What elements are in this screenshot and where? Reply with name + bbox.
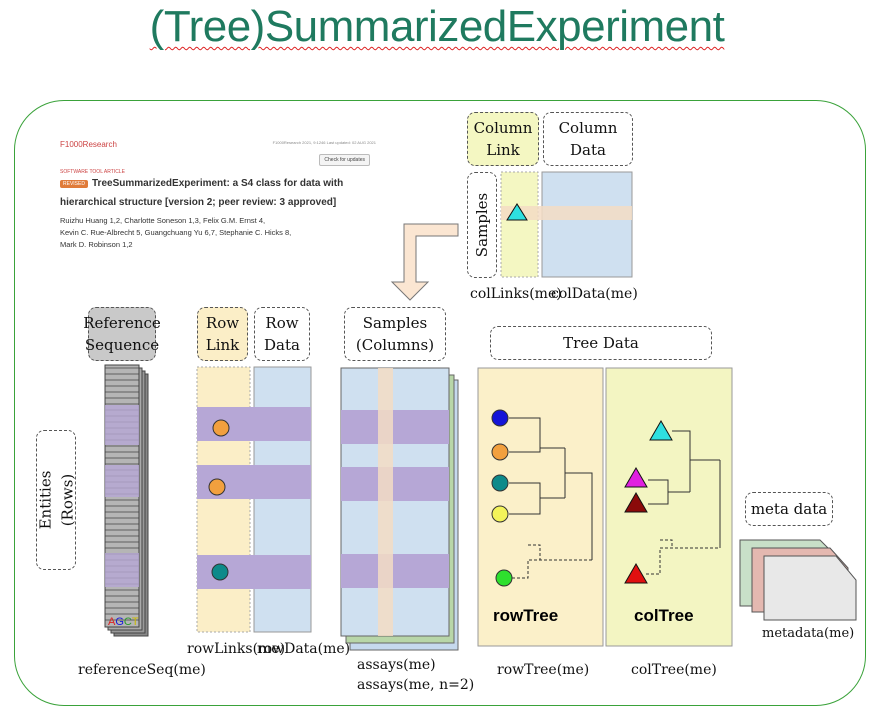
row-node-orange-2 — [208, 478, 226, 496]
seq-letter-c: C — [123, 616, 132, 628]
paper-authors-line1: Ruizhu Huang 1,2, Charlotte Soneson 1,3,… — [60, 216, 266, 225]
seq-letter-g: G — [115, 616, 124, 628]
col-tree-fn-label: colTree(me) — [631, 662, 717, 678]
row-data-panel — [253, 366, 312, 633]
sequence-letters: AGCT — [108, 616, 139, 628]
paper-authors-line2: Kevin C. Rue-Albrecht 5, Guangchuang Yu … — [60, 228, 292, 237]
paper-title-line2: hierarchical structure [version 2; peer … — [60, 197, 337, 208]
meta-data-box: meta data — [745, 492, 833, 526]
row-data-label: rowData(me) — [257, 641, 351, 657]
seq-letter-t: T — [131, 616, 139, 628]
paper-snippet: F1000Research F1000Research 2021, 9:1246… — [56, 140, 376, 260]
samples-columns-box: Samples (Columns) — [344, 307, 446, 361]
entities-box: Entities (Rows) — [36, 430, 76, 570]
row-data-line1: Row — [265, 314, 299, 332]
assays-label: assays(me) — [357, 657, 436, 673]
col-data-label: colData(me) — [551, 286, 638, 302]
assay-band-2 — [341, 467, 449, 501]
reference-sequence-line2: Sequence — [84, 336, 160, 354]
assays-n2-label: assays(me, n=2) — [357, 677, 475, 693]
seq-letter-a: A — [108, 616, 116, 628]
col-links-panel — [500, 171, 539, 278]
column-data-line2: Data — [570, 141, 606, 159]
reference-seq-label: referenceSeq(me) — [78, 662, 206, 678]
row-tree-node-teal — [491, 474, 509, 492]
reference-sequence-line1: Reference — [83, 314, 161, 332]
down-arrow-icon — [390, 223, 459, 301]
col-tree-edges — [646, 430, 721, 575]
col-node-icon — [506, 203, 528, 221]
row-tree-node-orange — [491, 443, 509, 461]
col-tree-panel — [605, 367, 733, 647]
paper-meta: F1000Research 2021, 9:1246 Last updated:… — [272, 140, 376, 145]
ref-purple-1 — [105, 405, 139, 445]
row-links-label: rowLinks(me) — [187, 641, 286, 657]
journal-name: F1000Research — [60, 140, 117, 149]
column-link-line2: Link — [486, 141, 520, 159]
col-data-panel — [541, 171, 633, 278]
samples-columns-line2: (Columns) — [355, 336, 435, 354]
title-text: (Tree)SummarizedExperiment — [149, 2, 725, 51]
assay-band-3 — [341, 554, 449, 588]
column-data-line1: Column — [558, 119, 618, 137]
col-links-label: colLinks(me) — [470, 286, 562, 302]
row-tree-fn-label: rowTree(me) — [497, 662, 590, 678]
row-node-orange-1 — [212, 419, 230, 437]
status-badge: REVISED — [60, 180, 88, 188]
diagram-frame — [14, 100, 866, 706]
row-tree-node-yellow — [491, 505, 509, 523]
article-type: SOFTWARE TOOL ARTICLE — [60, 169, 125, 175]
row-tree-node-blue — [491, 409, 509, 427]
row-link-line1: Row — [205, 314, 240, 332]
assay-layer-1 — [340, 367, 450, 637]
col-tree-node-darkred — [624, 492, 648, 513]
row-data-line2: Data — [264, 336, 300, 354]
row-link-line2: Link — [205, 336, 240, 354]
tree-data-box: Tree Data — [490, 326, 712, 360]
row-tree-node-green — [495, 569, 513, 587]
samples-vertical-label: Samples — [473, 192, 492, 258]
paper-title-line1: TreeSummarizedExperiment: a S4 class for… — [92, 178, 344, 189]
row-tree-title: rowTree — [493, 606, 559, 625]
row-tree-edges — [509, 417, 593, 579]
col-tree-node-cyan — [649, 420, 673, 441]
assay-col-band — [378, 368, 393, 636]
entities-line2: (Rows) — [58, 473, 76, 527]
check-updates-label: Check for updates — [324, 157, 365, 163]
meta-data-label: meta data — [750, 500, 828, 518]
ref-purple-2 — [105, 465, 139, 497]
samples-vertical-box: Samples — [467, 172, 497, 278]
page-title: (Tree)SummarizedExperiment — [0, 2, 874, 52]
samples-columns-line1: Samples — [362, 314, 428, 332]
assay-band-1 — [341, 410, 449, 444]
metadata-pages — [739, 539, 857, 621]
col-highlight-band — [501, 206, 632, 220]
entities-line1: Entities — [36, 470, 54, 530]
row-node-teal — [211, 563, 229, 581]
ref-purple-3 — [105, 553, 139, 587]
tree-data-label: Tree Data — [563, 334, 639, 352]
column-link-line1: Column — [473, 119, 533, 137]
col-tree-node-red — [624, 563, 648, 584]
col-tree-title: colTree — [634, 606, 694, 625]
col-tree-node-magenta — [624, 467, 648, 488]
metadata-fn-label: metadata(me) — [762, 626, 855, 641]
paper-authors-line3: Mark D. Robinson 1,2 — [60, 240, 133, 249]
check-updates-button[interactable]: Check for updates — [319, 154, 370, 166]
row-links-panel — [196, 366, 251, 633]
